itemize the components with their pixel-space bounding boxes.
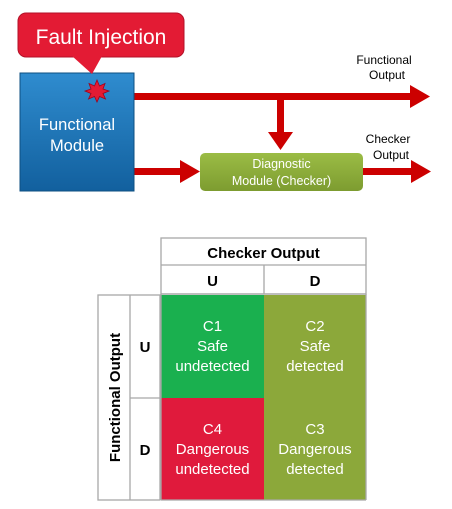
cell-c2-id: C2 [305,318,324,335]
module-to-checker-arrowhead [180,160,200,183]
checker-output-line [363,168,413,175]
checker-output-label-line2: Output [373,148,410,162]
diagnostic-module: Diagnostic Module (Checker) [200,153,363,191]
functional-module-label-line1: Functional [39,116,115,134]
checker-output-header: Checker Output [207,245,320,262]
fault-burst-icon [83,78,111,103]
classification-matrix: Checker Output U D Functional Output U D… [97,237,367,501]
cell-c1 [161,295,264,398]
cell-c2 [264,295,366,398]
cell-c1-line1: Safe [197,338,228,355]
functional-output-label-line1: Functional [356,53,411,67]
cell-c4-line2: undetected [175,461,249,478]
column-d-header: D [310,273,321,290]
cell-c3-line1: Dangerous [278,441,351,458]
functional-module: Functional Module [19,72,135,192]
cell-c1-id: C1 [203,318,222,335]
connector-arrows [134,85,431,183]
diagnostic-module-label-line1: Diagnostic [252,157,310,171]
functional-output-arrowhead [410,85,430,108]
cell-c2-line1: Safe [300,338,331,355]
cell-c4-line1: Dangerous [176,441,249,458]
cell-c4-id: C4 [203,421,222,438]
cell-c2-line2: detected [286,358,344,375]
functional-output-header: Functional Output [107,333,124,462]
fault-injection-label: Fault Injection [36,26,167,49]
cell-c3-line2: detected [286,461,344,478]
checker-output-arrowhead [411,160,431,183]
cell-c1-line2: undetected [175,358,249,375]
cell-c3 [264,398,366,500]
module-to-checker-line [134,168,182,175]
row-d-header: D [140,442,151,459]
output-labels: Functional Output Checker Output [356,53,411,162]
functional-output-line [134,93,412,100]
cell-c3-id: C3 [305,421,324,438]
row-u-header: U [140,339,151,356]
checker-output-label-line1: Checker [366,132,411,146]
branch-down-line [277,96,284,134]
matrix-grid [97,237,367,501]
functional-output-label-line2: Output [369,68,406,82]
fault-injection-callout: Fault Injection [17,12,185,74]
functional-module-label-line2: Module [50,137,104,155]
branch-down-arrowhead [268,132,293,150]
diagnostic-module-label-line2: Module (Checker) [232,174,331,188]
column-u-header: U [207,273,218,290]
cell-c4 [161,398,264,500]
